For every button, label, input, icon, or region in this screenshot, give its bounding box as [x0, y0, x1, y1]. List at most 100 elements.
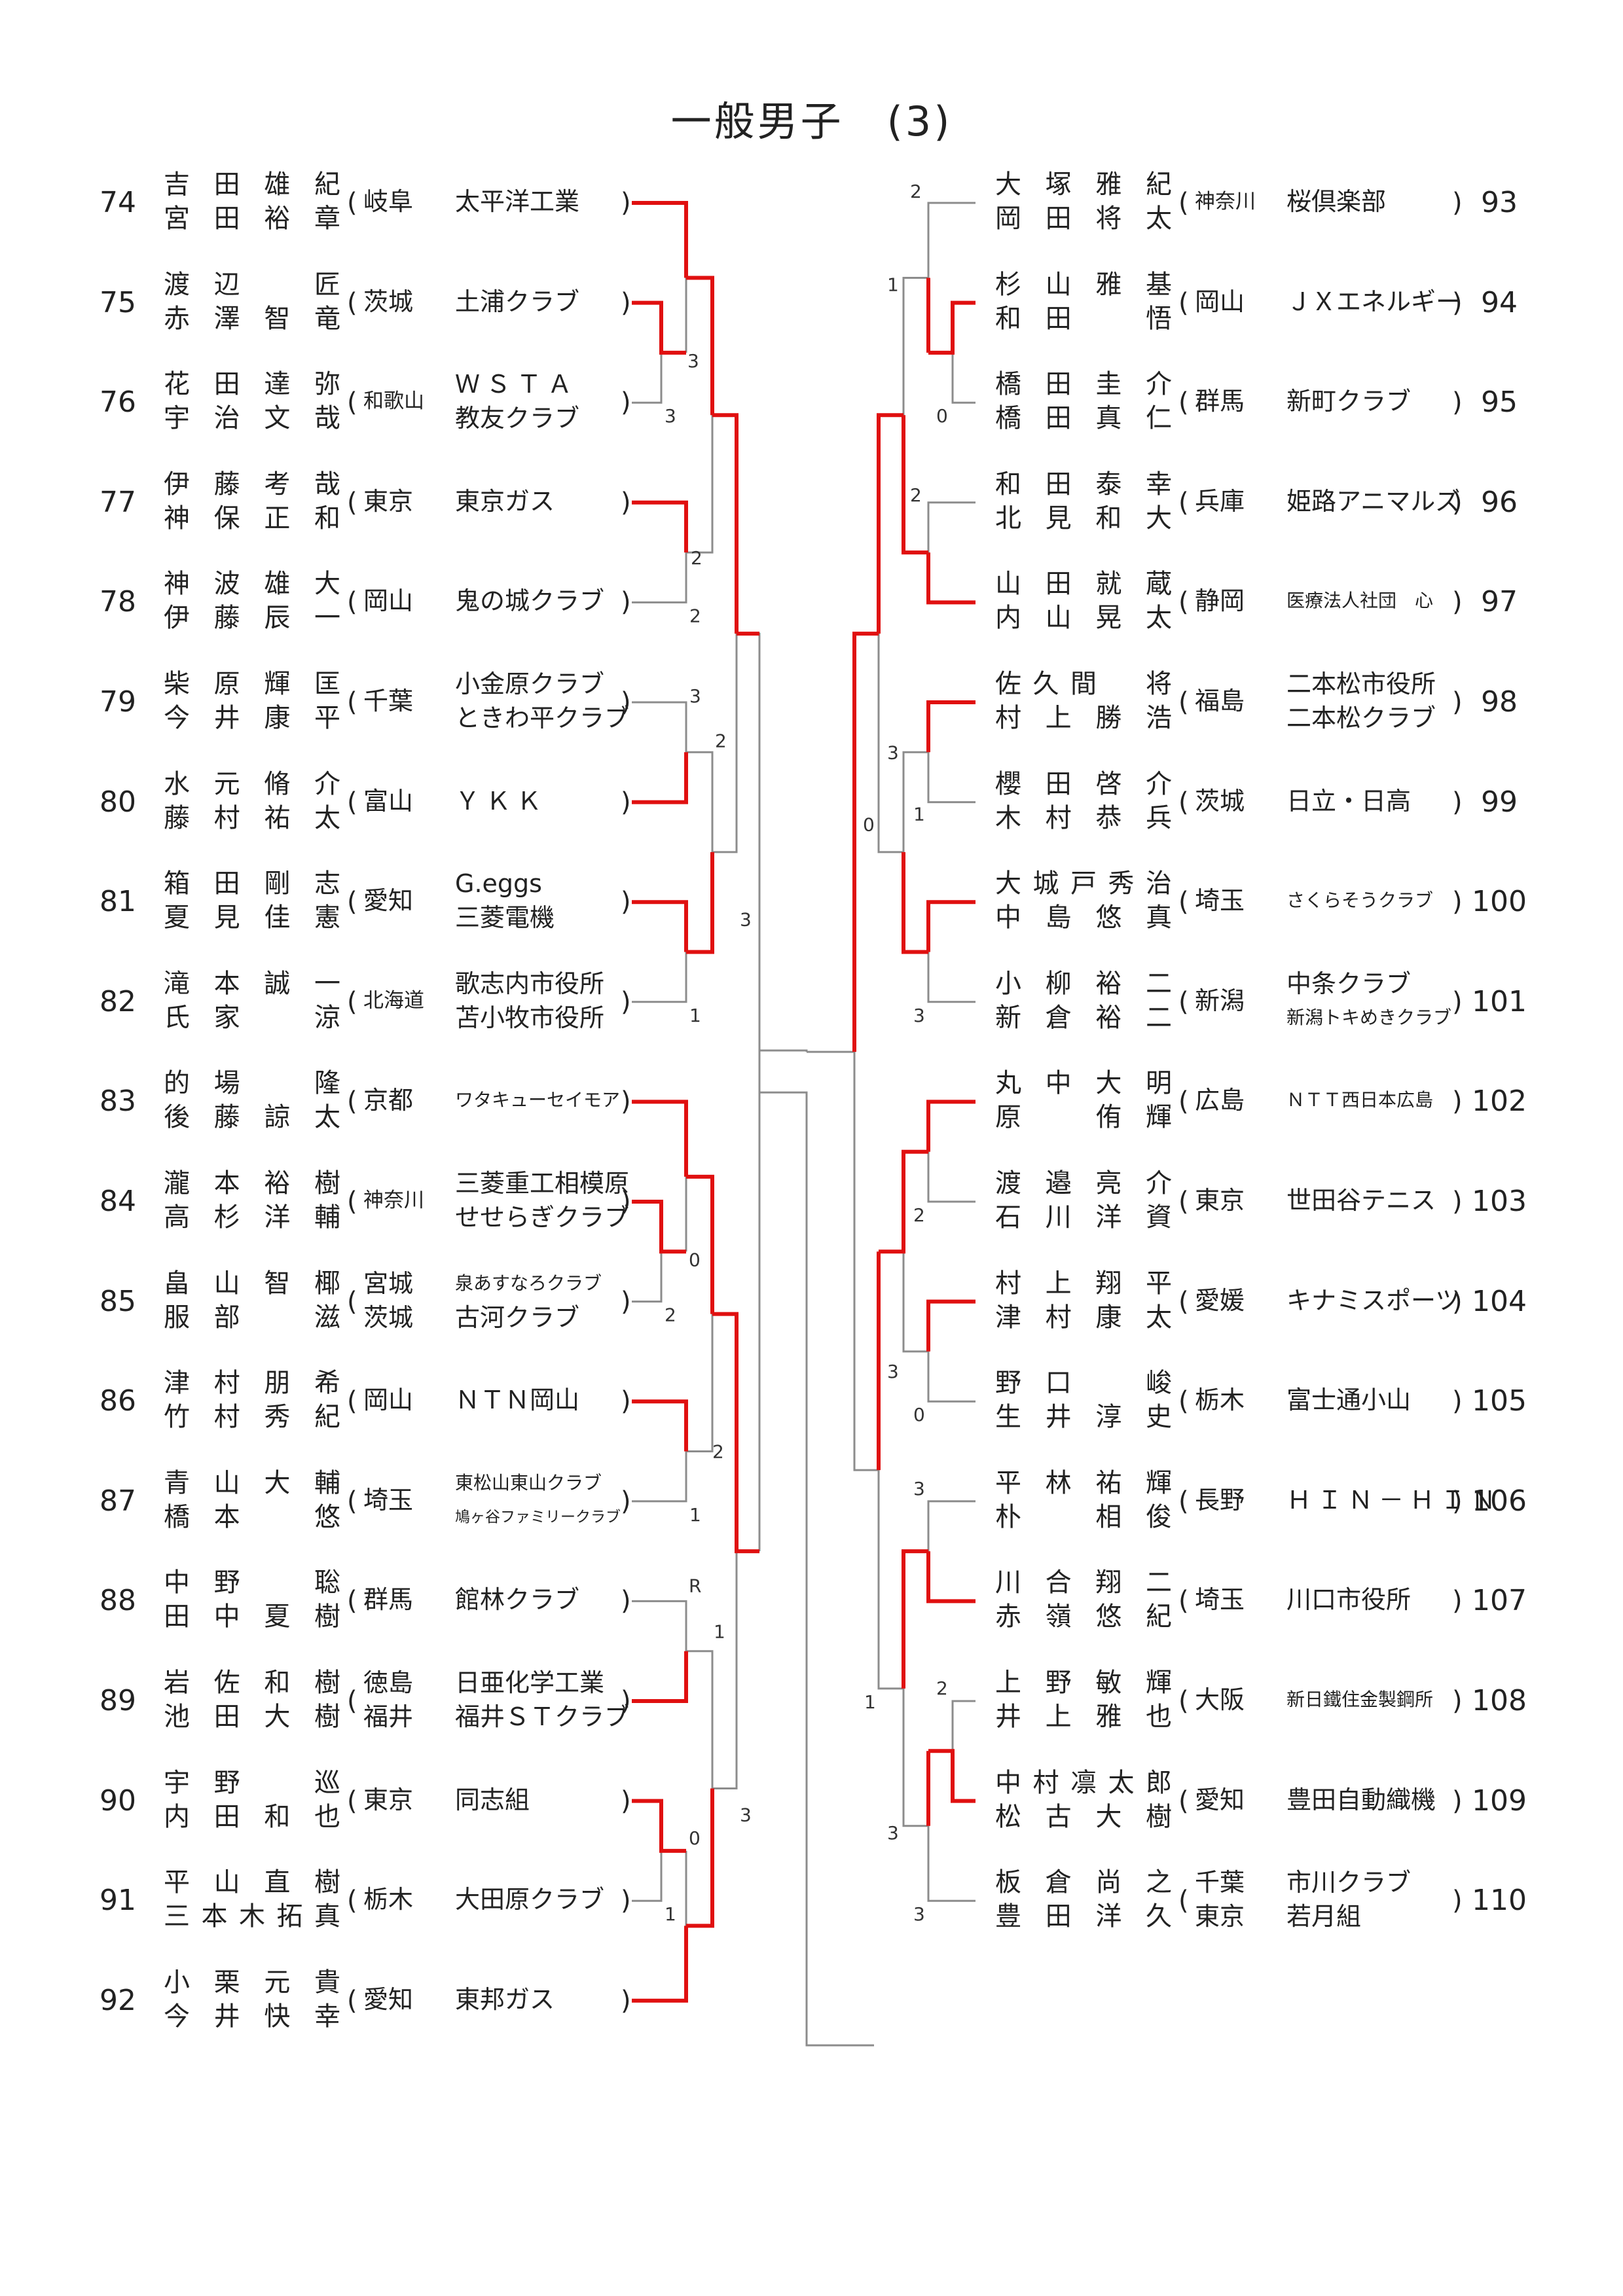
winner-line: [877, 413, 903, 634]
match-score: 1: [864, 1691, 876, 1713]
paren-open: (: [1178, 188, 1189, 218]
club: 新町クラブ: [1286, 367, 1483, 435]
prefecture: 埼玉: [363, 1466, 442, 1534]
prefecture: 広島: [1195, 1066, 1273, 1134]
prefecture-name: 宮城: [363, 1268, 414, 1298]
paren-close: ): [621, 1187, 631, 1217]
winner-line: [926, 1551, 976, 1604]
player-names: 杉山雅基和田 悟: [995, 268, 1172, 336]
player-names: 小柳裕二新倉裕二: [995, 967, 1172, 1035]
prefecture-name: 群馬: [1195, 387, 1245, 416]
prefecture-name: 東京: [363, 1785, 414, 1814]
paren-open: (: [1178, 1486, 1189, 1516]
match-score: 3: [687, 350, 699, 372]
player-name: 小柳裕二: [995, 968, 1172, 999]
player-name: 佐久間 将: [995, 669, 1172, 699]
match-score: R: [689, 1575, 701, 1596]
club-name: 鳩ヶ谷ファミリークラブ: [455, 1508, 621, 1526]
club-name: 日亜化学工業: [455, 1668, 605, 1697]
paren-open: (: [1178, 287, 1189, 318]
player-name: 中村凛太郎: [995, 1767, 1172, 1798]
club: 二本松市役所二本松クラブ: [1286, 667, 1483, 735]
player-name: 北見和大: [995, 503, 1172, 533]
prefecture: 長野: [1195, 1466, 1273, 1534]
club-name: キナミスポーツ: [1286, 1285, 1461, 1315]
club-name: 新潟トキめきクラブ: [1286, 1006, 1452, 1028]
prefecture: 茨城: [363, 268, 442, 336]
player-name: 大城戸秀治: [995, 869, 1172, 899]
paren-close: ): [621, 1785, 631, 1816]
player-names: 櫻田啓介木村恭兵: [995, 767, 1172, 835]
club: 大田原クラブ: [455, 1865, 651, 1933]
player-name: 橋田圭介: [995, 369, 1172, 400]
prefecture-name: 岡山: [1195, 287, 1245, 316]
paren-open: (: [1178, 687, 1189, 717]
club: 小金原クラブときわ平クラブ: [455, 667, 651, 735]
prefecture-name: 和歌山: [363, 389, 424, 414]
club-name: G.eggs: [455, 869, 542, 899]
club: 太平洋工業: [455, 168, 651, 236]
player-name: 村上翔平: [995, 1268, 1172, 1299]
club: 日亜化学工業福井ＳＴクラブ: [455, 1666, 651, 1734]
club: さくらそうクラブ: [1286, 867, 1483, 935]
prefecture-name: 岐阜: [363, 187, 414, 216]
player-name: 和田泰幸: [995, 469, 1172, 499]
player-names: 神波雄大伊藤辰一: [164, 567, 340, 635]
winner-line: [928, 1749, 976, 1803]
player-name: 川合翔二: [995, 1568, 1172, 1598]
player-names: 水元脩介藤村祐太: [164, 767, 340, 835]
player-name: 池田大樹: [164, 1702, 340, 1732]
match-score: 1: [913, 804, 925, 825]
prefecture: 愛知: [363, 867, 442, 935]
paren-close: ): [1452, 1586, 1463, 1617]
club: 東松山東山クラブ鳩ヶ谷ファミリークラブ: [455, 1466, 651, 1534]
prefecture: 富山: [363, 767, 442, 835]
winner-line: [632, 752, 688, 804]
player-names: 花田達弥宇治文哉: [164, 367, 340, 435]
club: 市川クラブ若月組: [1286, 1865, 1483, 1933]
entry-number: 77: [100, 485, 136, 519]
entry-number: 79: [100, 685, 136, 719]
paren-close: ): [1452, 1187, 1463, 1217]
prefecture: 神奈川: [1195, 168, 1273, 236]
player-name: 高杉洋輔: [164, 1202, 340, 1232]
club: ＮＴＴ西日本広島: [1286, 1066, 1483, 1134]
prefecture-name: 京都: [363, 1086, 414, 1115]
prefecture: 神奈川: [363, 1166, 442, 1234]
paren-close: ): [1452, 986, 1463, 1017]
club-name: ワタキューセイモア: [455, 1089, 621, 1111]
paren-open: (: [1178, 1187, 1189, 1217]
entry-number: 103: [1472, 1185, 1527, 1218]
entry-number: 94: [1481, 285, 1518, 319]
player-name: 松古大樹: [995, 1801, 1172, 1832]
prefecture: 愛知: [1195, 1766, 1273, 1834]
club-name: ときわ平クラブ: [455, 704, 630, 732]
player-name: 渡辺 匠: [164, 269, 340, 300]
paren-open: (: [347, 1187, 357, 1217]
paren-close: ): [621, 986, 631, 1017]
club-name: 世田谷テニス: [1286, 1186, 1436, 1215]
prefecture: 大阪: [1195, 1666, 1273, 1734]
prefecture-name: 神奈川: [1195, 190, 1256, 213]
club: 三菱重工相模原せせらぎクラブ: [455, 1166, 651, 1234]
club: ワタキューセイモア: [455, 1066, 651, 1134]
entry-number: 83: [100, 1085, 136, 1119]
paren-open: (: [1178, 986, 1189, 1017]
winner-line: [926, 552, 976, 605]
club-name: 二本松市役所: [1286, 670, 1436, 698]
prefecture: 埼玉: [1195, 867, 1273, 935]
club: 姫路アニマルズ: [1286, 467, 1483, 535]
player-name: 櫻田啓介: [995, 768, 1172, 799]
club-name: 教友クラブ: [455, 404, 580, 433]
paren-close: ): [1452, 387, 1463, 418]
player-name: 花田達弥: [164, 369, 340, 400]
club: 日立・日高: [1286, 767, 1483, 835]
player-name: 中野 聡: [164, 1568, 340, 1598]
player-names: 伊藤考哉神保正和: [164, 467, 340, 535]
